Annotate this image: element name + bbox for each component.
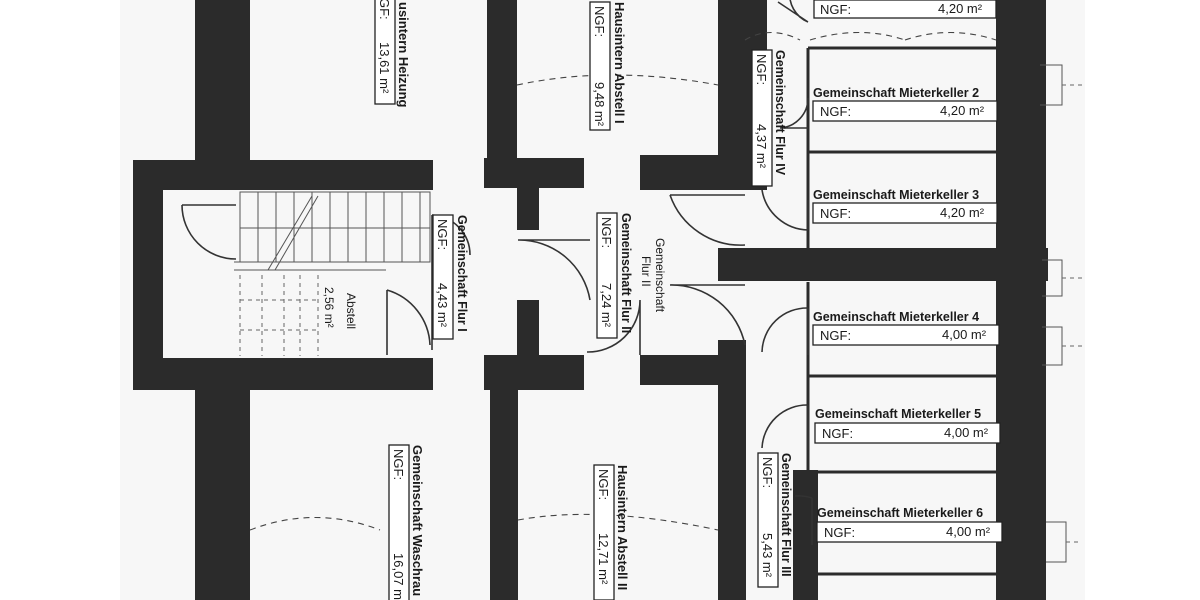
mieterkeller2-ngf-label: NGF:: [820, 104, 851, 119]
door-keller4: [761, 307, 809, 355]
abstell-name: Abstell: [344, 293, 358, 329]
mieterkeller5-name: Gemeinschaft Mieterkeller 5: [815, 407, 981, 421]
abstell2-area: 12,71 m²: [596, 533, 611, 585]
flur2-plain-line1: Gemeinschaft: [653, 238, 667, 313]
door-keller1: [777, 0, 809, 23]
mieterkeller4-ngf-label: NGF:: [820, 328, 851, 343]
flur1-area: 4,43 m²: [435, 283, 450, 328]
label-mieterkeller5: Gemeinschaft Mieterkeller 5 NGF: 4,00 m²: [814, 407, 1001, 444]
mieterkeller6-name: Gemeinschaft Mieterkeller 6: [817, 506, 983, 520]
door-stair: [181, 204, 237, 260]
mieterkeller1-ngf-label: NGF:: [820, 2, 851, 17]
abstell-area: 2,56 m²: [322, 287, 336, 328]
flur3-name: Gemeinschaft Flur III: [779, 453, 793, 577]
heizung-area: 13,61 m²: [377, 42, 392, 94]
mieterkeller6-ngf-label: NGF:: [824, 525, 855, 540]
flur2-ngf-label: NGF:: [599, 217, 614, 248]
heizung-name: usintern Heizung: [396, 2, 411, 108]
door-keller4-corridor: [669, 284, 746, 346]
mieterkeller4-name: Gemeinschaft Mieterkeller 4: [813, 310, 979, 324]
label-abstell: Abstell 2,56 m²: [322, 287, 358, 329]
label-flur4: Gemeinschaft Flur IV NGF: 4,37 m²: [751, 49, 787, 187]
label-mieterkeller1: NGF: 4,20 m²: [813, 0, 997, 19]
flur2-plain-line2: Flur II: [639, 256, 653, 287]
waschraum-area: 16,07 m: [391, 553, 406, 600]
mieterkeller4-area: 4,00 m²: [942, 327, 987, 342]
flur3-ngf-label: NGF:: [760, 457, 775, 488]
door-keller5: [761, 404, 809, 450]
door-keller3-corridor: [669, 194, 746, 246]
label-heizung: usintern Heizung GF: 13,61 m²: [374, 0, 411, 108]
abstell1-name: Hausintern Abstell I: [612, 2, 627, 124]
label-abstell1: Hausintern Abstell I NGF: 9,48 m²: [589, 1, 627, 131]
label-abstell2: Hausintern Abstell II NGF: 12,71 m²: [593, 464, 630, 600]
door-abstell: [386, 289, 431, 355]
label-flur2: Gemeinschaft Flur II NGF: 7,24 m²: [596, 212, 633, 339]
heizung-ngf-label: GF:: [377, 0, 392, 20]
abstell2-ngf-label: NGF:: [596, 469, 611, 500]
exterior-details: [1040, 64, 1082, 563]
label-mieterkeller6: Gemeinschaft Mieterkeller 6 NGF: 4,00 m²: [816, 506, 1003, 543]
mieterkeller5-ngf-label: NGF:: [822, 426, 853, 441]
mieterkeller5-area: 4,00 m²: [944, 425, 989, 440]
abstell1-area: 9,48 m²: [592, 82, 607, 127]
door-flur2-left: [517, 239, 591, 301]
doors: [181, 0, 813, 545]
label-mieterkeller3: Gemeinschaft Mieterkeller 3 NGF: 4,20 m²: [812, 188, 998, 224]
label-flur2-plain: Gemeinschaft Flur II: [639, 238, 667, 313]
mieterkeller3-ngf-label: NGF:: [820, 206, 851, 221]
mieterkeller1-area: 4,20 m²: [938, 1, 983, 16]
waschraum-ngf-label: NGF:: [391, 449, 406, 480]
flur2-area: 7,24 m²: [599, 283, 614, 328]
flur3-area: 5,43 m²: [760, 533, 775, 578]
door-keller3: [761, 189, 809, 231]
abstell2-name: Hausintern Abstell II: [615, 465, 630, 590]
flur1-ngf-label: NGF:: [435, 219, 450, 250]
door-keller6: [794, 495, 813, 545]
label-flur1: Gemeinschaft Flur I NGF: 4,43 m²: [432, 214, 469, 340]
label-flur3: Gemeinschaft Flur III NGF: 5,43 m²: [757, 452, 793, 588]
label-mieterkeller4: Gemeinschaft Mieterkeller 4 NGF: 4,00 m²: [812, 310, 1000, 346]
stair-lower-hidden: [239, 275, 319, 356]
flur4-area: 4,37 m²: [754, 124, 769, 169]
door-keller2: [779, 97, 809, 129]
mieterkeller2-area: 4,20 m²: [940, 103, 985, 118]
flur4-ngf-label: NGF:: [754, 54, 769, 85]
label-mieterkeller2: Gemeinschaft Mieterkeller 2 NGF: 4,20 m²: [812, 86, 998, 122]
waschraum-name: Gemeinschaft Waschrau: [410, 445, 425, 596]
mieterkeller3-name: Gemeinschaft Mieterkeller 3: [813, 188, 979, 202]
mieterkeller3-area: 4,20 m²: [940, 205, 985, 220]
flur4-name: Gemeinschaft Flur IV: [773, 50, 787, 176]
stair-treads: [257, 192, 421, 262]
mieterkeller2-name: Gemeinschaft Mieterkeller 2: [813, 86, 979, 100]
page-left-margin: [0, 0, 120, 600]
abstell1-ngf-label: NGF:: [592, 6, 607, 37]
mieterkeller6-area: 4,00 m²: [946, 524, 991, 539]
door-flur2-right: [586, 299, 641, 355]
staircase: [234, 191, 431, 356]
flur2-name: Gemeinschaft Flur II: [619, 213, 633, 333]
label-waschraum: Gemeinschaft Waschrau NGF: 16,07 m: [388, 444, 425, 600]
flur1-name: Gemeinschaft Flur I: [455, 215, 469, 332]
page-right-margin: [1085, 0, 1200, 600]
